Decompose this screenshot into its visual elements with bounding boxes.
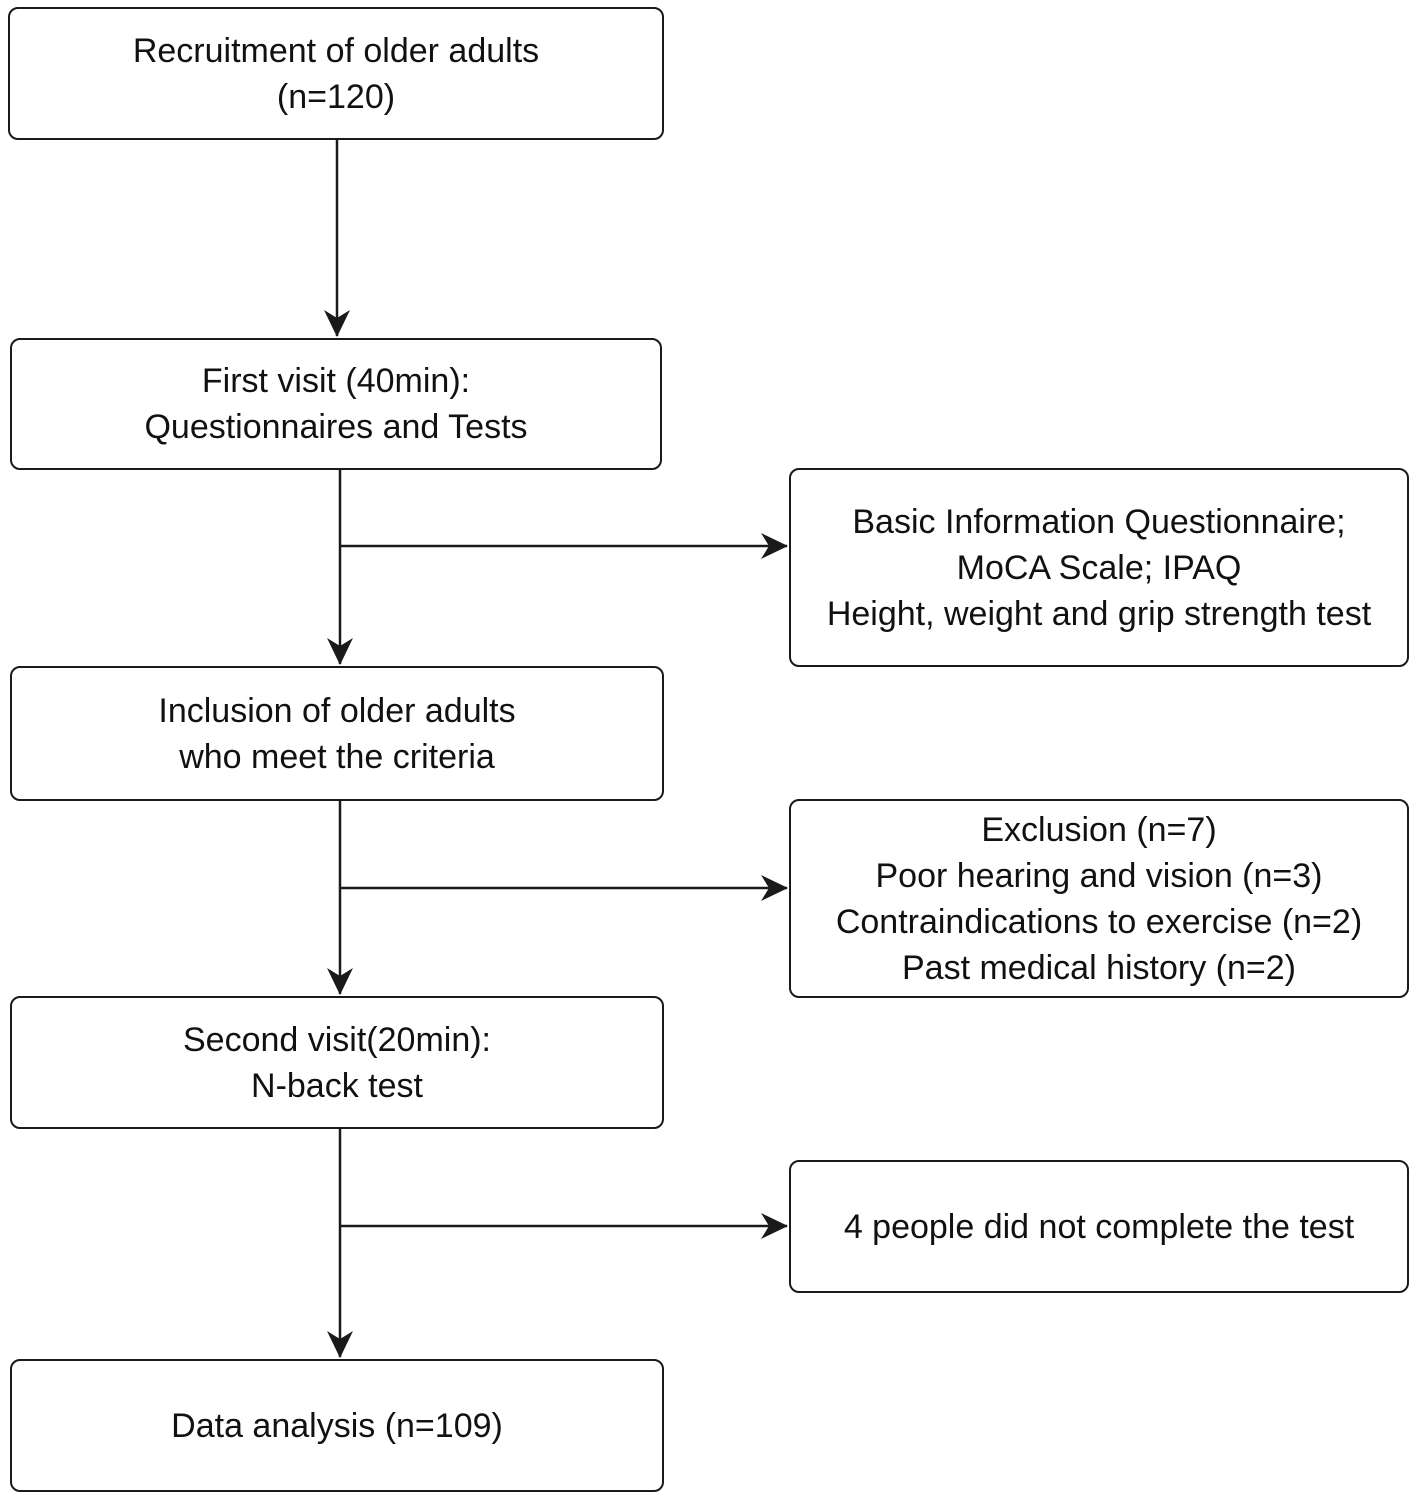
arrowhead-inclusion — [327, 638, 353, 665]
second-visit-line-1: Second visit(20min): — [182, 1020, 491, 1059]
first-visit-detail-line-2: MoCA Scale; IPAQ — [956, 548, 1242, 587]
arrowhead-detail — [761, 533, 788, 559]
arrowhead-exclusion — [761, 875, 788, 901]
analysis-box: Data analysis (n=109) — [10, 1359, 664, 1492]
exclusion-line-1: Exclusion (n=7) — [981, 810, 1217, 849]
first-visit-detail-line-1: Basic Information Questionnaire; — [852, 502, 1346, 541]
arrowhead-second-visit — [327, 968, 353, 995]
second-visit-box: Second visit(20min): N-back test — [10, 996, 664, 1129]
first-visit-box: First visit (40min): Questionnaires and … — [10, 338, 662, 470]
exclusion-box: Exclusion (n=7) Poor hearing and vision … — [789, 799, 1409, 998]
second-visit-line-2: N-back test — [251, 1066, 423, 1105]
exclusion-line-4: Past medical history (n=2) — [902, 948, 1296, 987]
exclusion-line-2: Poor hearing and vision (n=3) — [875, 856, 1323, 895]
first-visit-line-1: First visit (40min): — [201, 362, 471, 400]
first-visit-detail-line-3: Height, weight and grip strength test — [826, 594, 1372, 633]
incomplete-line-1: 4 people did not complete the test — [843, 1207, 1355, 1246]
inclusion-box: Inclusion of older adults who meet the c… — [10, 666, 664, 801]
arrowhead-incomplete — [761, 1213, 788, 1239]
exclusion-line-3: Contraindications to exercise (n=2) — [835, 902, 1363, 941]
first-visit-line-2: Questionnaires and Tests — [144, 408, 528, 446]
incomplete-box: 4 people did not complete the test — [789, 1160, 1409, 1293]
inclusion-line-2: who meet the criteria — [179, 737, 495, 776]
first-visit-detail-box: Basic Information Questionnaire; MoCA Sc… — [789, 468, 1409, 667]
arrowhead-analysis — [327, 1331, 353, 1358]
recruitment-box: Recruitment of older adults (n=120) — [8, 7, 664, 140]
recruitment-line-1: Recruitment of older adults — [132, 31, 540, 70]
inclusion-line-1: Inclusion of older adults — [158, 691, 516, 730]
arrowhead-first-visit — [324, 310, 350, 337]
recruitment-line-2: (n=120) — [276, 77, 396, 116]
analysis-line-1: Data analysis (n=109) — [171, 1406, 503, 1445]
